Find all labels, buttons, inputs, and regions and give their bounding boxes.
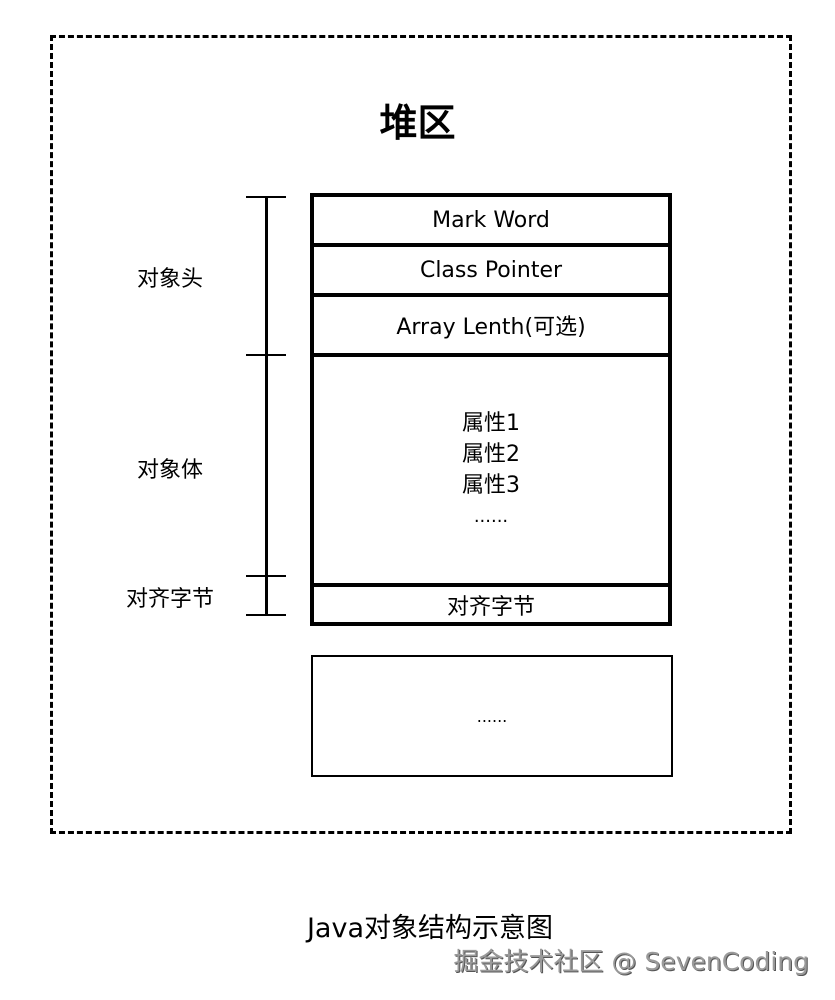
- bracket-tick-header-body: [246, 354, 286, 356]
- padding-text: 对齐字节: [446, 594, 535, 620]
- mark-word-cell: Mark Word: [314, 197, 668, 247]
- java-object-box: Mark Word Class Pointer Array Lenth(可选) …: [310, 193, 672, 626]
- next-object-ellipsis: ......: [476, 706, 508, 726]
- bracket-vertical-line: [265, 196, 268, 614]
- bracket-tick-body-padding: [246, 575, 286, 577]
- watermark: 掘金技术社区 @ SevenCoding: [453, 947, 809, 976]
- bracket-tick-header-top: [246, 196, 286, 198]
- class-pointer-cell: Class Pointer: [314, 247, 668, 297]
- bracket-tick-padding-bottom: [246, 614, 286, 616]
- next-object-box: ......: [311, 655, 673, 777]
- object-body-label: 对象体: [136, 458, 203, 483]
- padding-cell: 对齐字节: [314, 587, 668, 622]
- padding-bytes-label: 对齐字节: [125, 587, 214, 612]
- field-1: 属性1: [462, 411, 520, 436]
- mark-word-text: Mark Word: [432, 207, 550, 233]
- field-2: 属性2: [462, 442, 520, 467]
- array-length-cell: Array Lenth(可选): [314, 297, 668, 357]
- instance-data-cell: 属性1 属性2 属性3 ......: [314, 357, 668, 587]
- class-pointer-text: Class Pointer: [419, 257, 563, 283]
- field-3: 属性3: [462, 473, 520, 498]
- object-header-label: 对象头: [136, 267, 203, 292]
- array-length-text: Array Lenth(可选): [396, 315, 586, 340]
- heap-title: 堆区: [379, 101, 456, 145]
- field-ellipsis: ......: [473, 506, 509, 527]
- figure-caption: Java对象结构示意图: [306, 913, 554, 944]
- heap-region-border: [50, 35, 792, 834]
